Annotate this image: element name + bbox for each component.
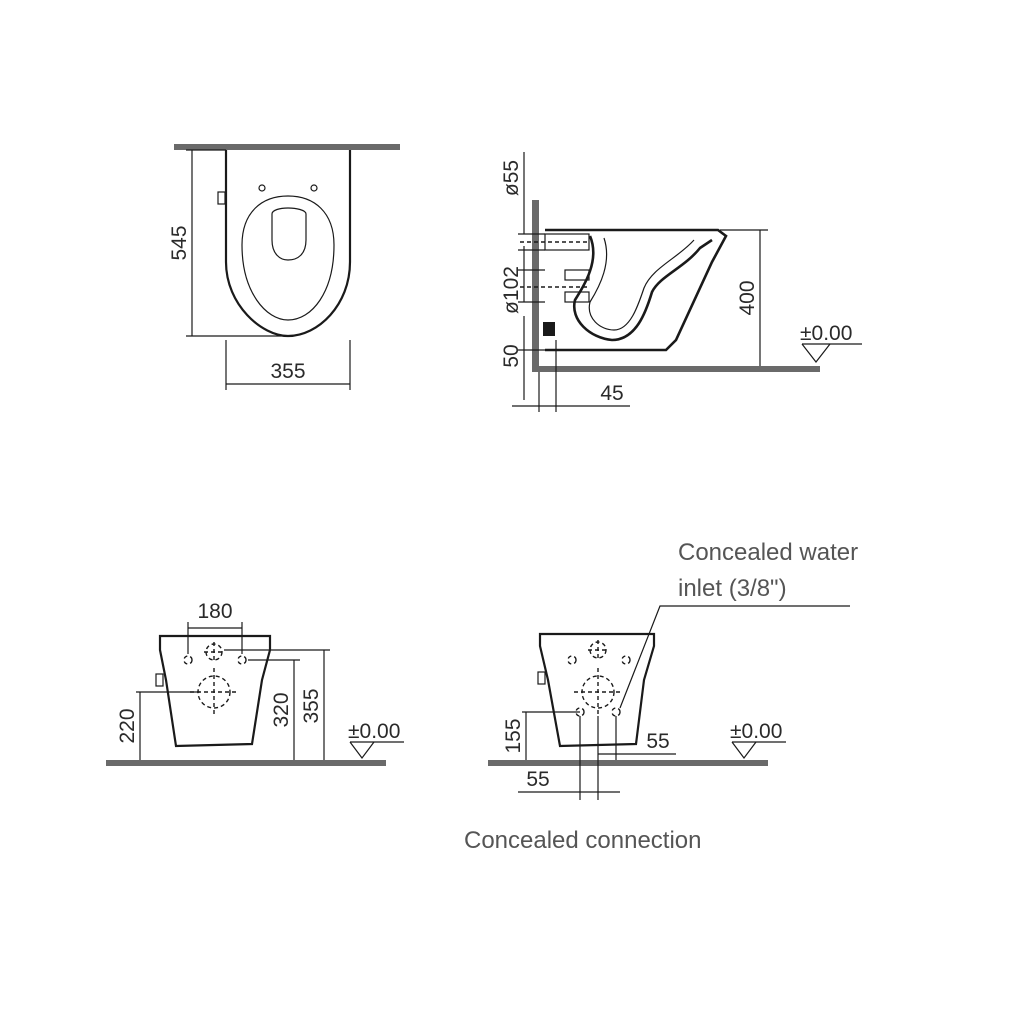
concealed-view: Concealed water inlet (3/8") 155 55 55 ±… [488,539,858,800]
side-view: ø55 ø102 50 400 45 ±0.00 [500,152,862,412]
inlet-label-line2: inlet (3/8") [678,575,787,602]
dim-bolt-height: 220 [116,708,139,743]
dim-width-355: 355 [270,360,305,383]
dim-bottom-offset: 50 [500,344,523,367]
concealed-connection-caption: Concealed connection [464,827,702,854]
top-view: 545 355 [168,144,400,390]
top-view-wall [174,144,400,150]
rear-bolt-left [183,655,193,665]
dim-inlet-offset-right: 55 [646,730,669,753]
side-view-trapway-inner [588,237,695,331]
dim-waste-diameter: ø55 [500,160,523,196]
side-view-bowl-outline [545,228,728,352]
concealed-inlet-left [575,707,585,717]
seat-fixing-hole-right [310,184,318,192]
dim-outlet-height: 320 [270,692,293,727]
rear-view-floor [106,760,386,766]
rear-bolt-right [237,655,247,665]
top-view-seat-opening [241,195,335,321]
rear-view-inlet-stub [155,673,164,687]
side-view-outlet-socket [564,269,590,281]
dim-overall-height: 355 [300,688,323,723]
side-view-trapway [572,235,713,342]
dim-wall-offset: 45 [600,382,623,405]
dim-inlet-offset-left: 55 [526,768,549,791]
rear-view-body-outline [158,634,272,748]
dim-inlet-height: 155 [502,718,525,753]
concealed-view-floor [488,760,768,766]
side-view-fixing-block [543,322,555,336]
concealed-view-inlet-stub [537,671,546,685]
dim-height-400: 400 [736,280,759,315]
top-view-inlet-stub [217,191,226,205]
seat-fixing-hole-left [258,184,266,192]
concealed-floor-level: ±0.00 [730,720,782,743]
dim-outlet-diameter: ø102 [500,266,523,314]
top-view-rim-opening [271,207,307,261]
side-floor-level: ±0.00 [800,322,852,345]
side-view-outlet-socket-2 [564,291,590,303]
concealed-view-body-outline [538,632,656,748]
dim-depth-545: 545 [168,225,191,260]
side-view-floor [532,366,820,372]
dim-bolt-spacing: 180 [197,600,232,623]
rear-view: 180 220 320 355 ±0.00 [106,600,404,766]
top-view-bowl-outline [224,150,352,338]
concealed-inlet-right [611,707,621,717]
side-view-wall [532,200,539,370]
rear-floor-level: ±0.00 [348,720,400,743]
inlet-label-line1: Concealed water [678,539,858,566]
